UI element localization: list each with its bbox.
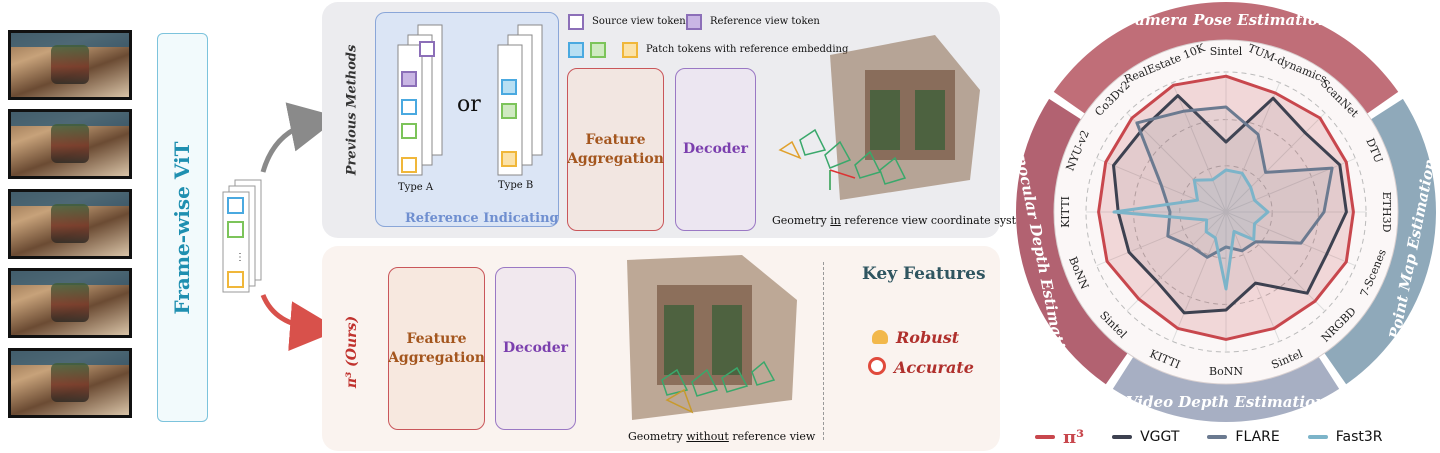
spoke-9 (1171, 211, 1227, 342)
legend-label-vggt: VGGT (1140, 429, 1180, 445)
decoder-label-top: Decoder (683, 141, 748, 158)
decoder-block-top: Decoder (675, 68, 756, 231)
svg-text:⋮: ⋮ (235, 252, 245, 263)
geometry-in-reference-caption: Geometry in reference view coordinate sy… (772, 214, 1033, 227)
patch-token-green-icon (590, 42, 606, 58)
spoke-1 (1225, 82, 1281, 213)
accurate-feature: Accurate (868, 357, 974, 377)
frame-wise-vit-box (157, 33, 208, 422)
series-polygon-0 (1097, 74, 1355, 341)
frame-wise-vit-label: Frame-wise ViT (170, 141, 194, 315)
caption-part-3: reference view coordinate system (840, 214, 1034, 227)
caption2-part-1: Geometry (628, 430, 687, 443)
patch-token-yellow-icon (622, 42, 638, 58)
legend-item-flare: FLARE (1207, 429, 1280, 445)
decoder-block-bottom: Decoder (495, 267, 576, 430)
divider-line (823, 262, 824, 440)
input-frame-2 (8, 109, 132, 179)
caption-part-in: in (830, 214, 841, 227)
geometry-without-reference-illustration (627, 255, 797, 420)
decoder-label-bottom: Decoder (503, 340, 568, 357)
feature-aggregation-label-bottom: Feature Aggregation (388, 331, 485, 366)
legend-label-flare: FLARE (1235, 429, 1280, 445)
group-band-0 (1053, 1, 1399, 114)
legend-item-fast3r: Fast3R (1307, 429, 1383, 445)
source-view-token-label: Source view token (592, 16, 686, 27)
token-type-illustration (397, 24, 543, 176)
axis-label-0: Sintel (1210, 45, 1243, 58)
spoke-15 (1171, 82, 1227, 213)
robust-label: Robust (896, 328, 960, 347)
patch-tokens-label: Patch tokens with reference embedding (646, 44, 849, 55)
axis-label-8: BoNN (1209, 365, 1243, 378)
or-label: or (457, 92, 481, 117)
legend-swatch-vggt (1112, 435, 1133, 439)
feature-aggregation-block-top: Feature Aggregation (567, 68, 664, 231)
input-frame-4 (8, 268, 132, 338)
spoke-5 (1225, 211, 1356, 267)
series-polygon-1 (1112, 94, 1348, 315)
target-icon (868, 357, 886, 375)
caption2-part-3: reference view (728, 430, 816, 443)
legend-label-pi3: π³ (1063, 426, 1085, 448)
feature-aggregation-label-top: Feature Aggregation (567, 132, 664, 167)
previous-methods-label: Previous Methods (344, 44, 360, 176)
axis-label-12: KITTI (1059, 196, 1072, 228)
spoke-2 (1225, 112, 1326, 213)
spoke-6 (1225, 211, 1326, 312)
group-title-0: Camera Pose Estimation (1123, 11, 1329, 29)
spoke-10 (1126, 211, 1227, 312)
series-polygon-2 (1135, 105, 1334, 259)
legend-swatch-pi3 (1035, 435, 1055, 439)
geometry-without-reference-caption: Geometry without reference view (628, 430, 815, 443)
source-view-token-icon (568, 14, 584, 30)
spoke-3 (1225, 157, 1356, 213)
group-band-3 (1016, 98, 1128, 385)
legend-swatch-flare (1207, 435, 1228, 439)
group-title-2: Video Depth Estimation (1126, 393, 1326, 411)
group-band-2 (1112, 356, 1340, 423)
caption-part-1: Geometry (772, 214, 831, 227)
accurate-label: Accurate (894, 358, 974, 377)
input-frame-1 (8, 30, 132, 100)
ours-label: π³ (Ours) (344, 315, 360, 389)
token-stack-and-arrows: ⋮ (222, 102, 325, 352)
input-frame-5 (8, 348, 132, 418)
muscle-icon (872, 330, 888, 344)
type-b-label: Type B (498, 180, 534, 191)
legend-item-pi3: π³ (1035, 427, 1084, 448)
input-frame-3 (8, 189, 132, 259)
legend-swatch-fast3r (1307, 435, 1328, 439)
key-features-title: Key Features (862, 264, 986, 284)
patch-token-blue-icon (568, 42, 584, 58)
type-a-label: Type A (398, 182, 434, 193)
group-band-1 (1324, 98, 1436, 385)
legend-label-fast3r: Fast3R (1335, 429, 1383, 445)
geometry-reference-view-illustration (778, 35, 980, 200)
axis-label-4: ETH3D (1380, 192, 1393, 233)
legend-item-vggt: VGGT (1112, 429, 1179, 445)
reference-view-token-icon (686, 14, 702, 30)
series-polygon-3 (1112, 168, 1270, 291)
reference-indicating-label: Reference Indicating (405, 211, 559, 226)
caption2-part-without: without (686, 430, 729, 443)
radar-legend: π³ VGGT FLARE Fast3R (1035, 424, 1435, 450)
feature-aggregation-block-bottom: Feature Aggregation (388, 267, 485, 430)
robust-feature: Robust (872, 328, 959, 347)
reference-view-token-label: Reference view token (710, 16, 820, 27)
